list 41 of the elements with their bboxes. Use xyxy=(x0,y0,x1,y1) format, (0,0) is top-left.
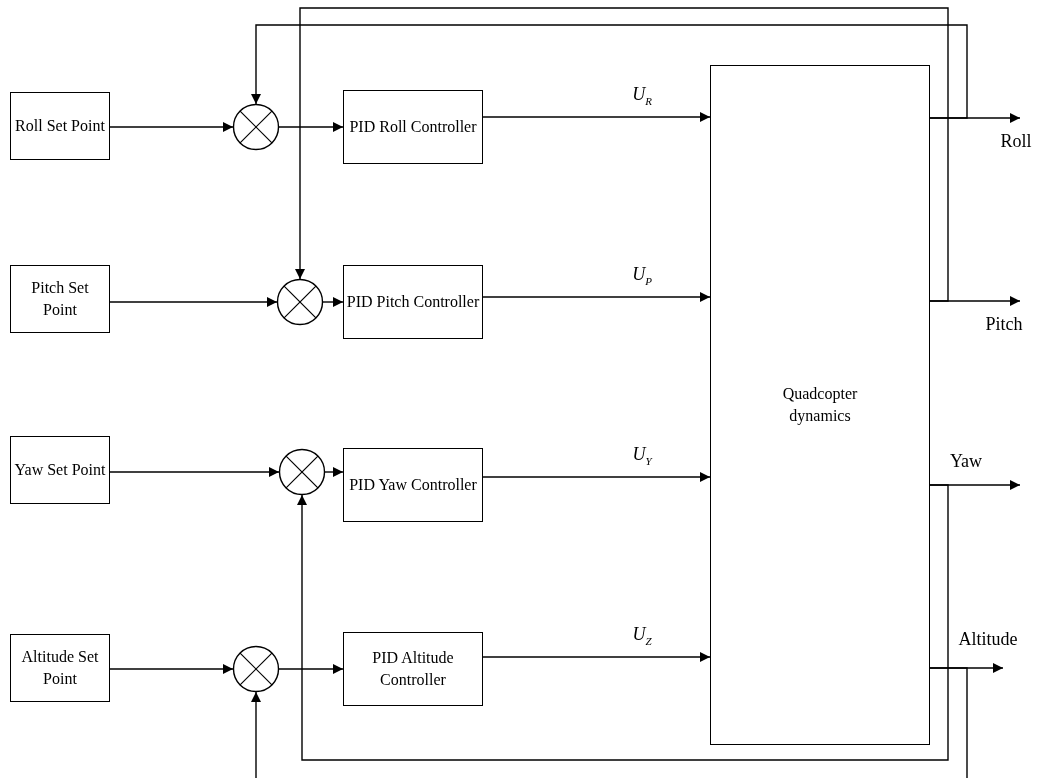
process-box xyxy=(343,265,483,339)
arrow xyxy=(297,484,949,761)
arrow xyxy=(324,467,344,477)
process-box xyxy=(343,632,483,706)
process-box xyxy=(10,92,110,160)
arrow xyxy=(295,7,949,302)
arrow xyxy=(322,297,344,307)
process-box xyxy=(710,65,930,745)
edge-label: U$_{P}$ xyxy=(630,265,654,287)
arrow xyxy=(278,122,344,132)
block-label: Altitude Set Point xyxy=(20,647,100,689)
summing-junction xyxy=(277,279,323,325)
arrow xyxy=(482,472,711,482)
arrow xyxy=(109,122,234,132)
edge-label: U$_{R}$ xyxy=(630,85,654,107)
block-label: PID Yaw Controller xyxy=(349,475,477,496)
block-label: Quadcopter dynamics xyxy=(781,384,859,427)
arrow xyxy=(109,467,280,477)
summing-junction xyxy=(233,104,279,150)
block-label: PID Pitch Controller xyxy=(346,292,480,313)
process-box xyxy=(10,436,110,504)
summing-junction xyxy=(233,646,279,692)
arrow xyxy=(278,664,344,674)
arrow xyxy=(482,292,711,302)
block-label: Pitch Set Point xyxy=(30,278,90,320)
arrow xyxy=(482,652,711,662)
process-box xyxy=(343,90,483,164)
block-label: PID Altitude Controller xyxy=(371,648,455,690)
process-box xyxy=(10,265,110,333)
arrow xyxy=(251,691,261,778)
process-box xyxy=(343,448,483,522)
process-box xyxy=(10,634,110,702)
block-label: Yaw Set Point xyxy=(14,460,106,481)
arrow xyxy=(109,297,278,307)
block-label: PID Roll Controller xyxy=(349,117,477,138)
block-label: Roll Set Point xyxy=(15,116,105,137)
arrow xyxy=(482,112,711,122)
arrow xyxy=(251,24,968,119)
arrow xyxy=(109,664,234,674)
summing-junction xyxy=(279,449,325,495)
connector-line xyxy=(929,667,968,778)
